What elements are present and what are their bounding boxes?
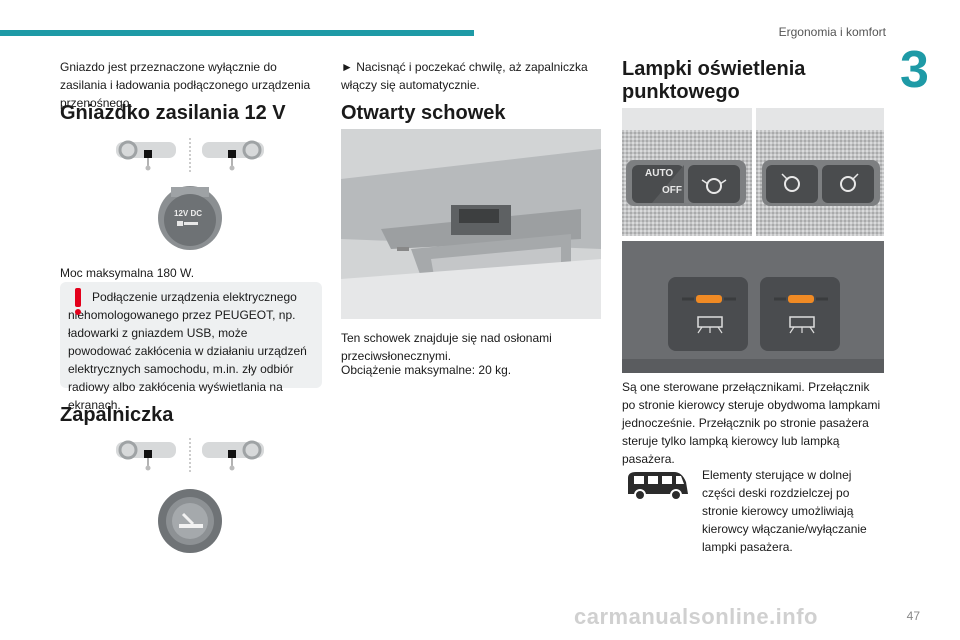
lighter-heading: Zapalniczka [60,404,174,426]
section-title: Ergonomia i komfort [778,25,886,39]
lighter-step-text: ► Nacisnąć i poczekać chwilę, aż zapalni… [341,60,588,92]
storage-location-text: Ten schowek znajduje się nad osłonami pr… [341,331,552,363]
storage-photo [341,129,601,319]
socket-intro-text: Gniazdo jest przeznaczone wyłącznie do z… [60,60,311,110]
lamps-description: Są one sterowane przełącznikami. Przełąc… [622,380,881,466]
lamps-heading-line-2: punktowego [622,81,740,103]
dashboard-location-icon [116,138,264,174]
van-icon [628,472,688,501]
socket-label: 12V DC [174,209,203,218]
storage-heading: Otwarty schowek [341,102,506,124]
page-number: 47 [906,609,920,623]
passenger-switch-photo [756,108,884,236]
chapter-number: 3 [900,41,929,99]
switch-off-label: OFF [662,185,682,196]
header-accent-bar [0,30,474,36]
storage-load-text: Obciążenie maksymalne: 20 kg. [341,363,512,377]
controls-note: Elementy sterujące w dolnej części deski… [702,468,867,554]
driver-switch-photo: AUTO OFF [622,108,752,236]
socket-heading: Gniazdko zasilania 12 V [60,102,286,124]
switch-auto-label: AUTO [645,168,674,179]
dashboard-location-icon-lighter [116,438,264,474]
cigarette-lighter-icon [158,489,222,553]
warning-exclamation-icon [75,288,81,315]
lower-switch-photo [622,241,884,373]
warning-text: Podłączenie urządzenia elektrycznego nie… [68,290,307,412]
watermark: carmanualsonline.info [574,604,818,629]
lamps-heading-line-1: Lampki oświetlenia [622,58,806,80]
socket-power-text: Moc maksymalna 180 W. [60,266,195,280]
warning-box: Podłączenie urządzenia elektrycznego nie… [60,282,322,412]
socket-12v-icon: 12V DC [157,183,223,253]
lamps-heading: Lampki oświetlenia punktowego [622,58,805,104]
